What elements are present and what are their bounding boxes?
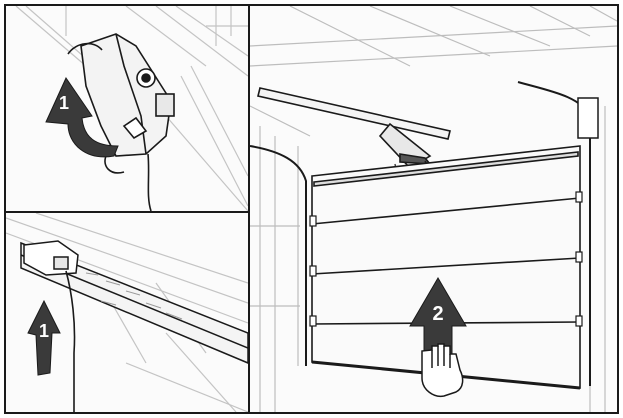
roof-truss-lines [250, 6, 617, 136]
track-bracket [578, 98, 598, 138]
garage-door-illustration: 2 [250, 6, 617, 412]
step-label-2: 2 [432, 303, 443, 325]
step-label-1: 1 [59, 93, 69, 113]
release-handle-illustration: 1 [6, 6, 248, 211]
step-label-1b: 1 [39, 321, 49, 341]
pull-arrow: 1 [28, 301, 60, 375]
release-cord [148, 154, 151, 211]
panel-lift-door: 2 [248, 4, 619, 414]
release-cord [66, 271, 75, 412]
opener-rail [258, 88, 450, 168]
panel-pull-cord: 1 [4, 211, 250, 414]
pull-cord-illustration: 1 [6, 213, 248, 412]
panel-release-handle-closeup: 1 [4, 4, 250, 213]
